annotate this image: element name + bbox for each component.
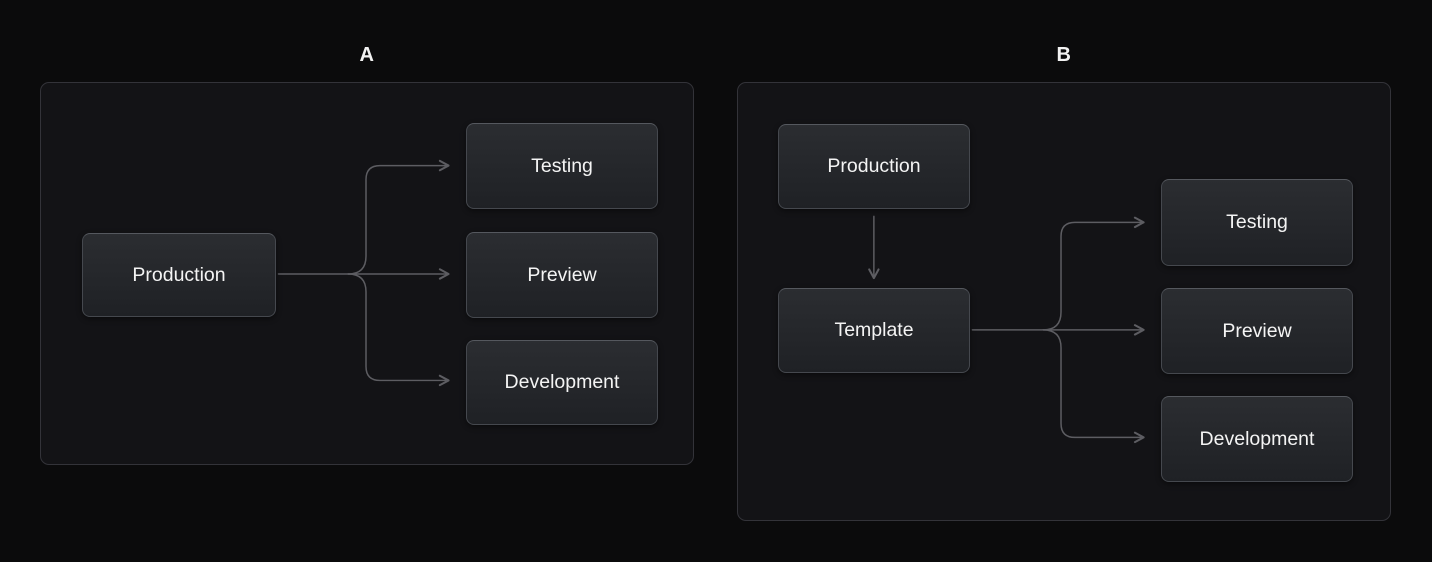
edge-production-development bbox=[347, 273, 450, 387]
node-development: Development bbox=[466, 340, 658, 425]
node-production: Production bbox=[82, 233, 276, 317]
panel-b: Production Template Testing Preview Deve… bbox=[737, 82, 1391, 521]
edge-production-testing bbox=[347, 159, 450, 275]
node-testing: Testing bbox=[466, 123, 658, 209]
node-development: Development bbox=[1161, 396, 1353, 482]
panel-a-label: A bbox=[359, 44, 375, 66]
node-template: Template bbox=[778, 288, 970, 373]
node-production: Production bbox=[778, 124, 970, 209]
panel-b-label: B bbox=[1056, 44, 1072, 66]
node-preview: Preview bbox=[466, 232, 658, 318]
edge-template-testing bbox=[1042, 216, 1145, 331]
edge-template-development bbox=[1042, 329, 1145, 444]
panel-a: Production Testing Preview Development bbox=[40, 82, 694, 465]
node-preview: Preview bbox=[1161, 288, 1353, 374]
node-testing: Testing bbox=[1161, 179, 1353, 266]
